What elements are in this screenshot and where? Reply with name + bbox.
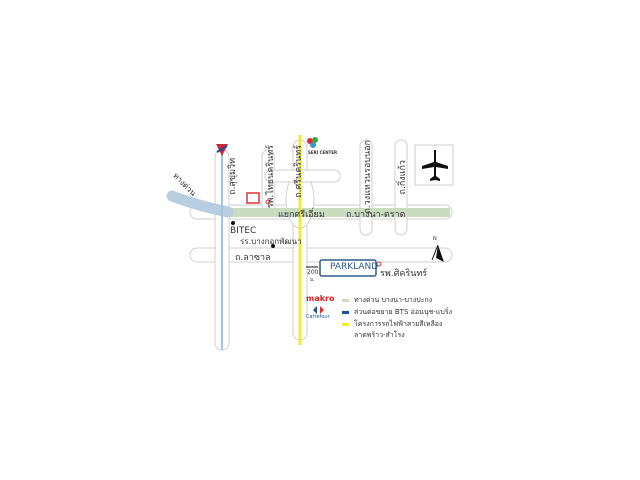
legend-swatch (342, 322, 349, 326)
airplane-icon (422, 150, 448, 181)
legend-item-bts: ส่วนต่อขยาย BTS อ่อนนุช-แบริ่ง (342, 307, 452, 318)
bitec-marker-icon (231, 221, 235, 225)
label-north: N (433, 236, 437, 242)
school-marker-icon (271, 244, 275, 248)
label-ring-road: ถ.วงแหวนรอบนอก (363, 140, 373, 214)
label-distance: 200 (307, 269, 319, 276)
north-arrow-icon (431, 244, 444, 262)
hospital-logo-icon (246, 192, 260, 204)
expressway-line (228, 208, 450, 217)
label-thainakarin-hospital: รพ.ไทยนครินทร์ (266, 145, 276, 209)
road-connector (264, 169, 341, 183)
sikarin-marker-icon (376, 261, 382, 267)
bts-logo-icon (216, 144, 228, 156)
legend-swatch (342, 298, 349, 302)
label-kingkaew: ถ.กิ่งแก้ว (398, 160, 408, 195)
carrefour-logo-icon (313, 306, 324, 314)
legend-label: ทางด่วน บางนา-บางปะกง (354, 296, 433, 304)
label-distance-unit: ม. (310, 277, 315, 283)
label-bangna-trad: ถ.บางนา-ตราด (346, 210, 406, 220)
label-sri-iam-junction: แยกศรีเอี่ยม (278, 210, 325, 220)
legend-label-2: ลาดพร้าว-สำโรง (354, 331, 405, 339)
label-carrefour: Carrefour (306, 314, 330, 320)
label-sikarin-hospital: รพ.ศิครินทร์ (380, 269, 428, 279)
label-bangkok-patana: รร.บางกอกพัฒนา (240, 237, 302, 246)
label-makro: makro (306, 294, 335, 303)
label-sukhumvit: ถ.สุขุมวิท (228, 158, 238, 195)
label-lasalle: ถ.ลาซาล (235, 253, 271, 263)
legend-item-expressway: ทางด่วน บางนา-บางปะกง (342, 295, 432, 306)
legend-item-yellow-line: โครงการรถไฟฟ้าสายสีเหลืองลาดพร้าว-สำโรง (342, 319, 442, 341)
parkland-logo-box (319, 259, 377, 277)
hospital-marker-icon (265, 199, 271, 205)
seri-center-logo-icon (307, 137, 318, 148)
label-parkland: PARKLAND (330, 262, 379, 272)
label-seri-center: SERI CENTER (308, 150, 338, 155)
legend-swatch (342, 310, 349, 314)
legend-label: โครงการรถไฟฟ้าสายสีเหลือง (354, 320, 443, 328)
label-bitec: BITEC (230, 226, 257, 236)
legend-label: ส่วนต่อขยาย BTS อ่อนนุช-แบริ่ง (354, 308, 453, 316)
label-srinakarin: ถ.ศรีนครินทร์ (294, 145, 304, 198)
